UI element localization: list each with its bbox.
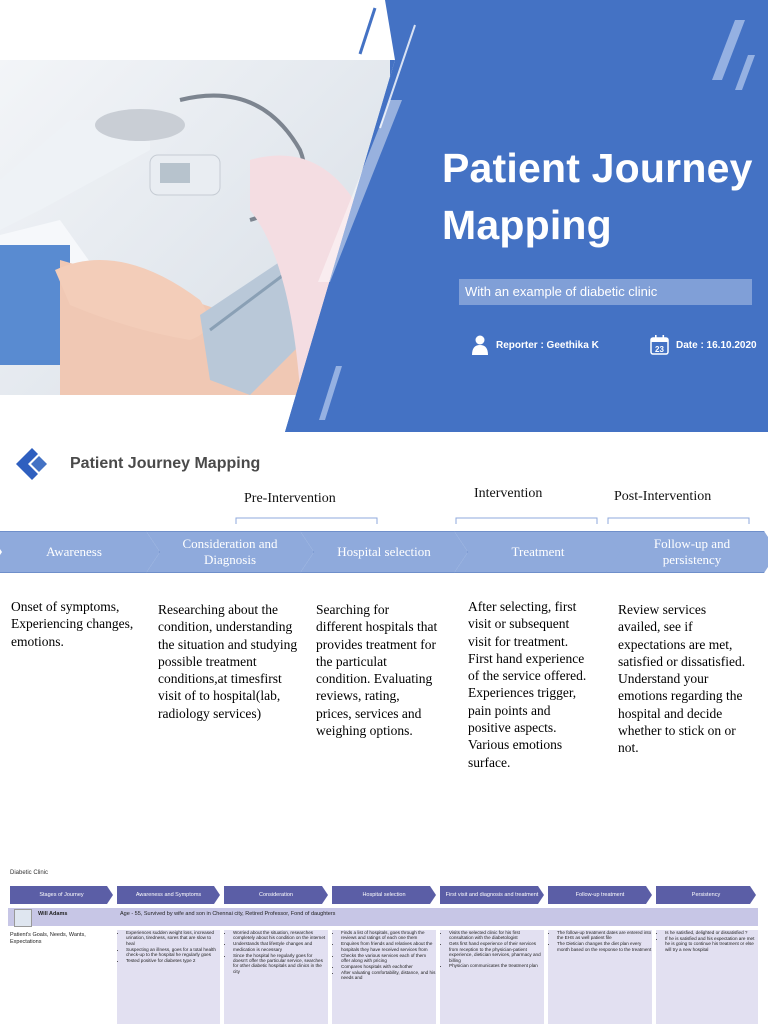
table-title: Diabetic Clinic	[10, 870, 49, 876]
table-cell-awareness: Experiences sudden weight loss, increase…	[117, 930, 220, 1024]
row-label-goals: Patient's Goals, Needs, Wants, Expectati…	[8, 930, 116, 1028]
table-header-persistency: Persistency	[656, 886, 756, 904]
desc-awareness: Onset of symptoms, Experiencing changes,…	[11, 599, 134, 649]
persona-info: Age - 55, Survived by wife and son in Ch…	[120, 911, 336, 917]
list-item: Worried about the situation, researches …	[233, 930, 328, 941]
person-icon	[472, 335, 488, 355]
list-item: The Dietician changes the diet plan ever…	[557, 941, 652, 952]
date-text: Date : 16.10.2020	[676, 339, 757, 351]
list-item: Understands that lifestyle changes and m…	[233, 941, 328, 952]
desc-consideration: Researching about the condition, underst…	[158, 602, 298, 721]
table-cell-first-visit: Visits the selected clinic for his first…	[440, 930, 544, 1024]
cover-subtitle: With an example of diabetic clinic	[459, 279, 752, 305]
list-item: Finds a list of hospitals, goes through …	[341, 930, 436, 941]
table-cell-hospital-selection: Finds a list of hospitals, goes through …	[332, 930, 436, 1024]
calendar-day: 23	[655, 345, 664, 354]
table-header-awareness: Awareness and Symptoms	[117, 886, 220, 904]
reporter-text: Reporter : Geethika K	[496, 339, 599, 351]
desc-hospital-selection: Searching for different hospitals that p…	[316, 602, 438, 739]
phase-brackets	[235, 517, 750, 524]
avatar	[14, 909, 32, 927]
list-item: Is he satisfied, delighted or dissatisfi…	[665, 930, 758, 935]
list-item: Compares hospitals with eachother	[341, 964, 436, 969]
map-heading-text: Patient Journey Mapping	[70, 455, 261, 472]
list-item: After valuating comfortability, distance…	[341, 970, 436, 981]
reporter-info: Reporter : Geethika K	[472, 334, 599, 356]
list-item: If he is satisfied and his expectation a…	[665, 936, 758, 952]
diamond-logo-icon	[16, 448, 50, 480]
phase-intervention: Intervention	[474, 486, 543, 501]
persona-name: Will Adams	[38, 911, 68, 917]
desc-treatment: After selecting, first visit or subseque…	[468, 599, 587, 770]
list-item: Gets first hand experience of their serv…	[449, 941, 544, 963]
calendar-icon: 23	[650, 335, 669, 355]
cover-title: Patient Journey Mapping	[442, 145, 753, 248]
stage-awareness: Awareness	[0, 531, 160, 573]
table-cell-consideration: Worried about the situation, researches …	[224, 930, 328, 1024]
stage-hospital-selection: Hospital selection	[300, 531, 468, 573]
table-header-hospital-selection: Hospital selection	[332, 886, 436, 904]
stage-treatment: Treatment	[454, 531, 622, 573]
table-header-stages: Stages of Journey	[10, 886, 113, 904]
table-cell-persistency: Is he satisfied, delighted or dissatisfi…	[656, 930, 758, 1024]
list-item: Enquires from friends and relatives abou…	[341, 941, 436, 952]
stage-follow-up: Follow-up and persistency	[606, 531, 768, 573]
table-cell-follow-up: The follow-up treatment dates are entere…	[548, 930, 652, 1024]
phase-post-intervention: Post-Intervention	[614, 489, 712, 504]
persona-row	[8, 908, 758, 926]
list-item: Since the hospital he regularly goes for…	[233, 953, 328, 975]
table-header-first-visit: First visit and diagnosis and treatment	[440, 886, 544, 904]
map-heading: Patient Journey Mapping	[12, 446, 260, 482]
list-item: Experiences sudden weight loss, increase…	[126, 930, 220, 946]
cover-blue-panel	[285, 0, 768, 432]
phase-pre-intervention: Pre-Intervention	[244, 491, 336, 506]
list-item: Physician communicates the treatment pla…	[449, 963, 544, 968]
table-header-follow-up: Follow-up treatment	[548, 886, 652, 904]
list-item: The follow-up treatment dates are entere…	[557, 930, 652, 941]
date-info: 23 Date : 16.10.2020	[650, 334, 757, 356]
list-item: Checks the various services each of them…	[341, 953, 436, 964]
list-item: Tested positive for diabetes type 2	[126, 958, 220, 963]
list-item: Suspecting an illness, goes for a total …	[126, 947, 220, 958]
table-header-consideration: Consideration	[224, 886, 328, 904]
desc-follow-up: Review services availed, see if expectat…	[618, 602, 746, 756]
stage-consideration: Consideration and Diagnosis	[146, 531, 314, 573]
list-item: Visits the selected clinic for his first…	[449, 930, 544, 941]
